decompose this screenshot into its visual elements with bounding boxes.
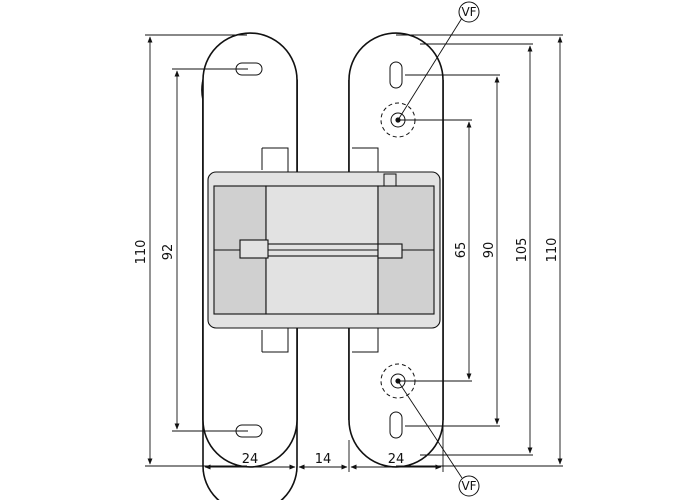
dim-label-90: 90	[482, 242, 497, 259]
dim-label-92: 92	[161, 244, 176, 261]
bottom-vf-marker	[458, 475, 480, 497]
dim-label-105: 105	[515, 238, 530, 263]
vf-callouts: VF VF	[397, 1, 480, 497]
right-top-slot	[389, 61, 403, 89]
hinge-mechanism	[207, 171, 441, 329]
top-vf-marker	[458, 1, 480, 23]
dim-label-110-right: 110	[545, 238, 560, 263]
dim-label-24-right: 24	[388, 452, 405, 467]
top-vf-label: VF	[461, 5, 476, 19]
dim-label-24-left: 24	[242, 452, 259, 467]
right-bottom-slot	[389, 411, 403, 439]
dim-label-65: 65	[454, 242, 469, 259]
dim-label-110-left: 110	[134, 240, 149, 265]
bottom-vf-label: VF	[461, 479, 476, 493]
dimension-labels: 110 92 65 90 105 110 24 14 24	[134, 238, 560, 467]
dimension-lines	[145, 34, 563, 472]
dim-label-14: 14	[315, 452, 332, 467]
